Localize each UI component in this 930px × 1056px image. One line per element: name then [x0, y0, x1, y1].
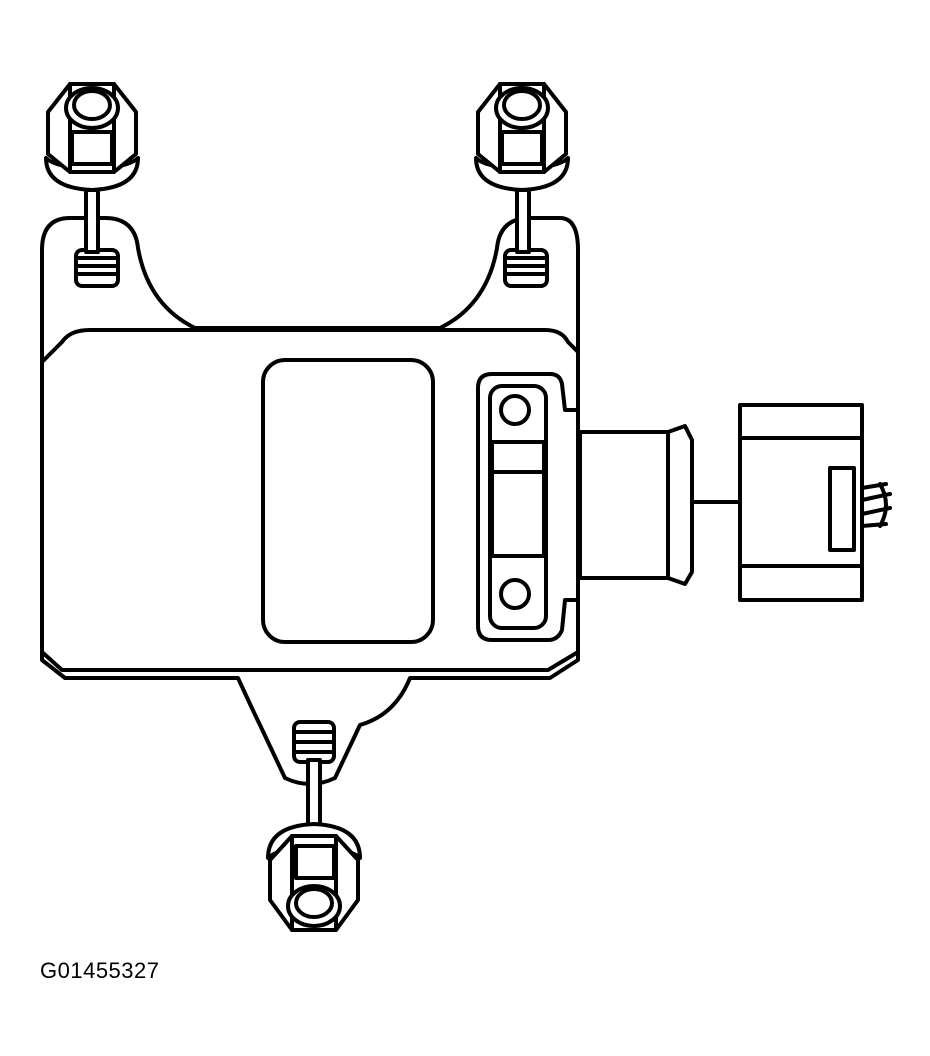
socket-pin-top: [501, 396, 529, 424]
stud-top-left: [76, 190, 118, 286]
nut-top-left: [46, 84, 138, 190]
connector-latch: [668, 426, 692, 584]
module-housing: [42, 218, 578, 784]
electrical-connector: [580, 405, 890, 600]
socket-terminal-block: [492, 442, 544, 556]
stud-bottom: [294, 722, 334, 832]
figure-id-label: G01455327: [40, 958, 160, 983]
label-window: [263, 360, 433, 642]
socket-pin-bottom: [501, 580, 529, 608]
nut-bottom: [268, 824, 360, 930]
module-body-edge: [42, 330, 578, 670]
nut-top-right: [476, 84, 568, 190]
connector-socket: [478, 374, 578, 640]
connector-wire: [862, 484, 890, 526]
connector-lock-tab: [830, 468, 854, 550]
